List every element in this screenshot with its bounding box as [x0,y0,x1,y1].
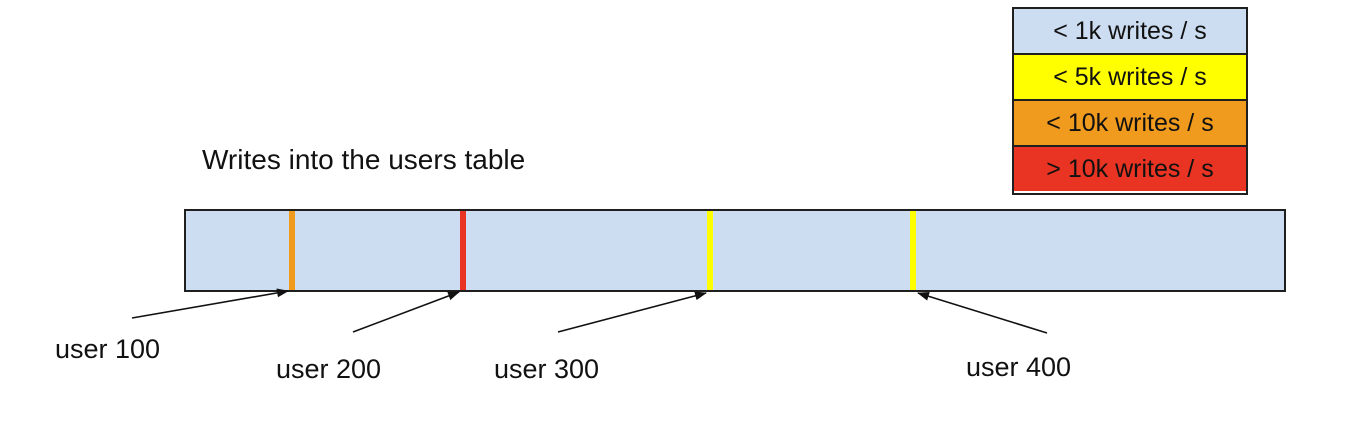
legend-item-label: > 10k writes / s [1046,154,1214,183]
diagram-title: Writes into the users table [202,144,526,175]
write-hotspot-stripe-user-200 [460,211,466,290]
legend-item-label: < 5k writes / s [1053,62,1207,91]
legend-item-lt-10k: < 10k writes / s [1014,101,1246,147]
users-table-bar [184,209,1286,292]
arrow-user-100 [131,288,289,319]
arrow-user-400 [917,291,1048,334]
legend-item-gt-10k: > 10k writes / s [1014,147,1246,191]
write-hotspot-stripe-user-400 [910,211,916,290]
arrow-user-300 [557,291,707,333]
label-user-100: user 100 [55,334,161,364]
legend-item-label: < 1k writes / s [1053,16,1207,45]
arrow-user-200 [352,291,460,333]
label-user-300: user 300 [494,354,600,384]
legend: < 1k writes / s < 5k writes / s < 10k wr… [1012,7,1248,195]
legend-item-label: < 10k writes / s [1046,108,1214,137]
label-user-400: user 400 [966,352,1072,382]
write-hotspot-stripe-user-100 [289,211,295,290]
legend-item-lt-1k: < 1k writes / s [1014,9,1246,55]
legend-item-lt-5k: < 5k writes / s [1014,55,1246,101]
write-hotspot-stripe-user-300 [707,211,713,290]
label-user-200: user 200 [276,354,382,384]
